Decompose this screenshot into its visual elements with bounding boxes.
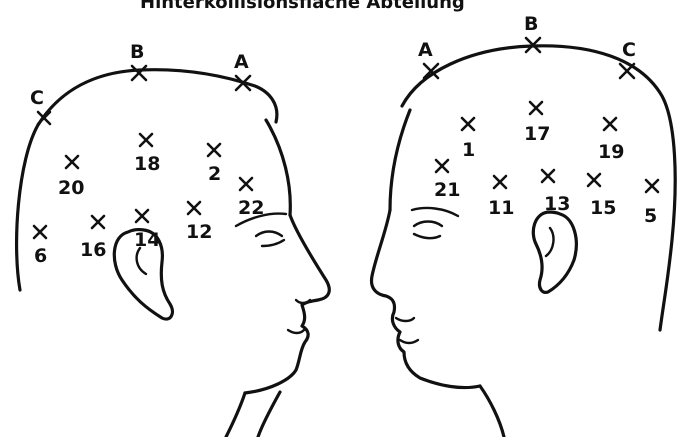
right-point-1: 1: [462, 118, 475, 161]
point-label: 5: [644, 205, 657, 227]
point-label: 21: [434, 179, 460, 201]
point-label: 6: [34, 245, 47, 267]
left-head-neck-outline: [226, 393, 245, 437]
left-head-forehead-outline: [266, 120, 290, 215]
point-label: 22: [238, 197, 264, 219]
point-label: 17: [524, 123, 550, 145]
left-head-throat-outline: [258, 392, 280, 437]
right-head-forehead-outline: [390, 110, 410, 210]
point-label: 14: [134, 229, 160, 251]
right-head: [372, 46, 676, 437]
right-head-points: 1 17 19 21 11 13 15 5: [434, 102, 658, 227]
marker-label: A: [234, 51, 249, 73]
right-head-mouth: [400, 340, 418, 343]
left-head-points: 18 2 20 22 6 16 14 12: [34, 134, 264, 267]
point-label: 15: [590, 197, 616, 219]
point-label: 11: [488, 197, 514, 219]
point-label: 18: [134, 153, 160, 175]
right-head-neck-outline: [480, 386, 504, 437]
left-point-22: 22: [238, 178, 264, 219]
right-point-19: 19: [598, 118, 624, 163]
point-label: 1: [462, 139, 475, 161]
marker-label: B: [524, 13, 538, 35]
right-point-11: 11: [488, 176, 514, 219]
marker-label: C: [622, 39, 636, 61]
left-point-12: 12: [186, 202, 212, 243]
left-head-eye: [256, 232, 284, 247]
left-marker-B: B: [130, 41, 146, 80]
left-point-20: 20: [58, 156, 84, 199]
right-point-5: 5: [644, 180, 658, 227]
right-head-face-profile: [372, 210, 480, 388]
marker-label: C: [30, 87, 44, 109]
marker-label: A: [418, 39, 433, 61]
left-head-mouth: [288, 330, 304, 333]
point-label: 20: [58, 177, 84, 199]
left-head-face-profile: [245, 215, 329, 393]
left-head-nostril: [296, 300, 310, 303]
right-head-eye: [414, 222, 442, 239]
left-point-18: 18: [134, 134, 160, 175]
point-label: 19: [598, 141, 624, 163]
right-head-eyebrow: [412, 208, 458, 216]
marker-label: B: [130, 41, 144, 63]
right-point-21: 21: [434, 160, 460, 201]
point-label: 13: [544, 193, 570, 215]
left-head-ear-inner: [137, 248, 146, 274]
left-marker-C: C: [30, 87, 50, 124]
left-point-6: 6: [34, 226, 47, 267]
left-point-2: 2: [208, 144, 221, 185]
right-head-nostril: [396, 318, 414, 321]
left-point-14: 14: [134, 210, 160, 251]
left-head-skull-outline: [17, 70, 277, 290]
right-point-15: 15: [588, 174, 616, 219]
point-label: 12: [186, 221, 212, 243]
right-marker-C: C: [620, 39, 636, 78]
right-point-13: 13: [542, 170, 570, 215]
left-head: [17, 70, 330, 437]
point-label: 16: [80, 239, 106, 261]
right-head-ear: [533, 212, 576, 292]
right-point-17: 17: [524, 102, 550, 145]
left-head-arc-markers: C B A: [30, 41, 250, 124]
right-head-ear-inner: [546, 228, 553, 256]
title-fragment: Hinterkollisionsfläche Abteilung: [140, 0, 465, 13]
point-label: 2: [208, 163, 221, 185]
left-point-16: 16: [80, 216, 106, 261]
